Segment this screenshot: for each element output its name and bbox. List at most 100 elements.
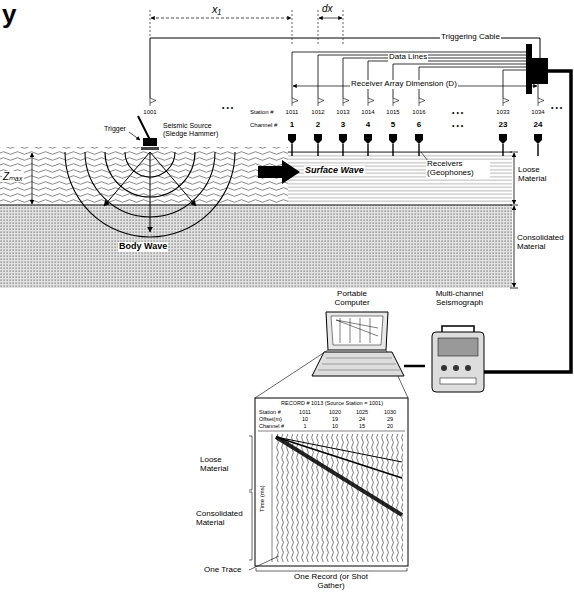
text-label: 4 xyxy=(366,121,370,130)
text-label: Offset(m) xyxy=(259,416,282,422)
text-label: 1012 xyxy=(311,109,324,116)
record-bracket xyxy=(256,568,407,571)
refraction-event xyxy=(276,437,402,462)
text-label: y xyxy=(2,0,16,29)
text-label: Receivers (Geophones) xyxy=(426,160,490,178)
text-label: Data Lines xyxy=(388,53,428,62)
geophone xyxy=(288,134,542,156)
knob xyxy=(453,365,459,371)
ray-arrow xyxy=(150,152,196,206)
text-label: 1034 xyxy=(531,109,544,116)
depth-arrow xyxy=(32,153,33,204)
node-text: Portable Computer xyxy=(326,288,378,308)
text-label: One Trace xyxy=(204,566,241,575)
text-label: • • • xyxy=(452,122,463,130)
record-bracket xyxy=(249,436,252,560)
text-label: 19 xyxy=(332,416,338,422)
text-label: Body Wave xyxy=(118,242,168,252)
text-label: One Record (or Shot Gather) xyxy=(291,573,371,591)
record-frame xyxy=(255,398,408,566)
node-text: RECORD # 1013 (Source Station = 1001) xyxy=(257,398,407,406)
text-label: 1016 xyxy=(412,109,425,116)
text-label: 23 xyxy=(499,121,508,130)
text-label: 1015 xyxy=(386,109,399,116)
text-label: 1025 xyxy=(356,409,368,415)
text-label: Station # xyxy=(259,409,281,415)
text-label: 10 xyxy=(302,416,308,422)
zoom-line xyxy=(255,350,408,398)
knob xyxy=(441,365,447,371)
strike-plate xyxy=(141,147,159,150)
consolidated-layer xyxy=(0,205,512,288)
seismograph-handle xyxy=(442,326,474,332)
body-wave-event xyxy=(276,437,402,478)
extension-line xyxy=(150,10,343,46)
text-label: 5 xyxy=(391,121,395,130)
seismograph-screen xyxy=(438,338,478,356)
node-text: Multi-channel Seismograph xyxy=(427,288,492,308)
text-label: • • • xyxy=(222,104,233,112)
text-label: 2 xyxy=(316,121,320,130)
offset-dimension xyxy=(151,18,291,19)
text-label: Channel # xyxy=(250,122,277,129)
screen-record xyxy=(336,318,378,343)
knob xyxy=(465,365,471,371)
trigger-leader xyxy=(129,132,140,140)
text-label: 1 xyxy=(290,121,294,130)
text-label: 6 xyxy=(417,121,421,130)
text-label: x₁ xyxy=(212,3,221,15)
seismograph-node: Multi-channel Seismograph xyxy=(425,288,494,396)
seismograph-box xyxy=(432,332,484,392)
text-label: Zₘₐₓ xyxy=(2,171,24,182)
computer-node: Portable Computer xyxy=(300,288,404,378)
text-label: 1020 xyxy=(329,409,341,415)
seismograph-panel xyxy=(440,378,476,384)
text-label: 15 xyxy=(359,423,365,429)
wavefront xyxy=(65,152,235,237)
text-label: 20 xyxy=(387,423,393,429)
text-label: Channel # xyxy=(259,423,284,429)
text-label: 1011 xyxy=(286,109,299,116)
spacing-dimension xyxy=(319,18,342,19)
text-label: Loose Material xyxy=(200,456,250,474)
text-label: 24 xyxy=(534,121,543,130)
text-label: Time (ms) xyxy=(259,485,266,512)
laptop-screen xyxy=(326,312,388,350)
laptop-display xyxy=(331,316,383,345)
surface-wave-arrow xyxy=(258,160,300,184)
text-label: 1001 xyxy=(143,109,156,116)
laptop-base xyxy=(312,352,404,376)
text-label: 1 xyxy=(303,423,306,429)
layer-boundary xyxy=(0,152,512,205)
bracket-tick xyxy=(510,152,518,288)
text-label: 1030 xyxy=(384,409,396,415)
ray-arrow xyxy=(104,152,150,206)
text-label: • • • xyxy=(551,104,562,112)
text-label: 29 xyxy=(387,416,393,422)
text-label: Consolidated Material xyxy=(517,234,573,252)
surface-wave-event xyxy=(276,437,402,515)
connector-bar xyxy=(526,44,532,94)
text-label: • • • xyxy=(452,109,463,117)
text-label: Seismic Source (Sledge Hammer) xyxy=(163,122,233,137)
text-label: 10 xyxy=(332,423,338,429)
text-label: 1014 xyxy=(361,109,374,116)
text-label: 1013 xyxy=(336,109,349,116)
text-label: Triggering Cable xyxy=(440,33,501,42)
text-label: Consolidated Material xyxy=(196,510,252,528)
text-label: 3 xyxy=(341,121,345,130)
laptop-keys xyxy=(318,358,400,370)
text-label: dx xyxy=(322,3,333,14)
seismic-traces xyxy=(275,434,403,562)
text-label: 24 xyxy=(359,416,365,422)
text-label: Trigger xyxy=(104,125,126,133)
connector-plug xyxy=(532,58,548,84)
hammer-head xyxy=(143,138,157,146)
text-label: 1033 xyxy=(496,109,509,116)
layer-bracket xyxy=(514,206,515,287)
text-label: Surface Wave xyxy=(304,166,365,176)
text-label: Station # xyxy=(250,109,274,116)
text-label: Receiver Array Dimension (D) xyxy=(350,80,458,89)
